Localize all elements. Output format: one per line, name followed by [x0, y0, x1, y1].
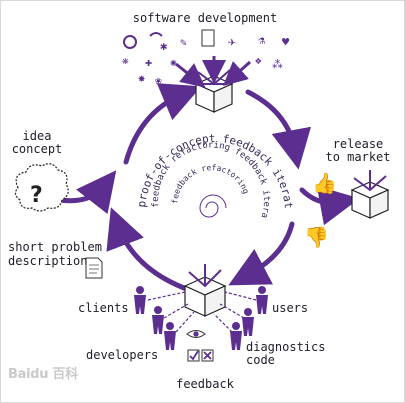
spiral-center [199, 194, 227, 218]
bird-icon: ✈ [228, 35, 236, 50]
package-box-release [350, 170, 390, 219]
flower-icon: ❀ [155, 74, 162, 87]
arrow-release-to-feedback [228, 221, 295, 286]
label-users: users [272, 301, 309, 315]
people-group [134, 286, 268, 350]
checkbox-icon [187, 349, 214, 362]
person-icon [134, 286, 146, 314]
eye-icon [186, 330, 206, 338]
label-diagnostics-code: diagnostics code [246, 340, 326, 367]
arrow-to-market [299, 185, 360, 226]
document-icon [85, 257, 103, 279]
label-short-problem-description: short problem description [8, 240, 102, 268]
feedback-links [147, 291, 257, 333]
label-release-to-market: release to market [325, 137, 391, 164]
label-clients: clients [78, 301, 129, 315]
swirl-icon [149, 32, 163, 37]
document-icon [201, 29, 215, 47]
cross-icon: ✚ [145, 55, 152, 69]
wrench-icon: ✎ [180, 36, 187, 49]
tool-icons: ✱ ✎ ✈ ⚗ ♥ ❋ ✚ ✺ ❖ ⁂ ✸ ❀ [122, 29, 290, 87]
person-icon [256, 286, 268, 314]
cloud-question-icon: ? [14, 163, 69, 212]
thumbs-up-icon: 👍 [312, 171, 337, 195]
spiral-inner-text: feedback refactoring [170, 163, 250, 204]
converging-arrows-top [175, 56, 251, 88]
package-box-feedback [183, 264, 227, 317]
label-developers: developers [86, 348, 159, 362]
arrow-idea-to-cycle [57, 170, 117, 215]
flask-icon: ⚗ [258, 33, 266, 47]
person-icon [152, 306, 164, 334]
gear-icon [123, 35, 137, 49]
arrow-feedback-to-concept [106, 207, 187, 291]
svg-text:?: ? [30, 183, 43, 208]
heart-icon: ♥ [282, 35, 290, 49]
sparkle-icon: ❋ [122, 54, 129, 67]
star-icon: ✱ [160, 39, 167, 53]
dots-icon: ⁂ [272, 58, 283, 71]
watermark-logo: Baidu 百科 [8, 367, 78, 382]
person-icon [164, 322, 176, 350]
atom-icon: ✺ [170, 56, 177, 69]
person-icon [242, 308, 254, 336]
label-feedback: feedback [176, 377, 234, 391]
cycle-arrows [57, 83, 360, 291]
pin-icon: ❖ [255, 54, 262, 67]
burst-icon: ✸ [138, 71, 146, 85]
thumbs-down-icon: 👎 [304, 225, 329, 249]
arrow-concept-to-dev [123, 83, 202, 165]
person-icon [230, 322, 242, 350]
label-idea-concept: idea concept [11, 129, 63, 156]
label-software-development: software development [132, 11, 278, 25]
arrow-dev-to-release [245, 89, 312, 170]
